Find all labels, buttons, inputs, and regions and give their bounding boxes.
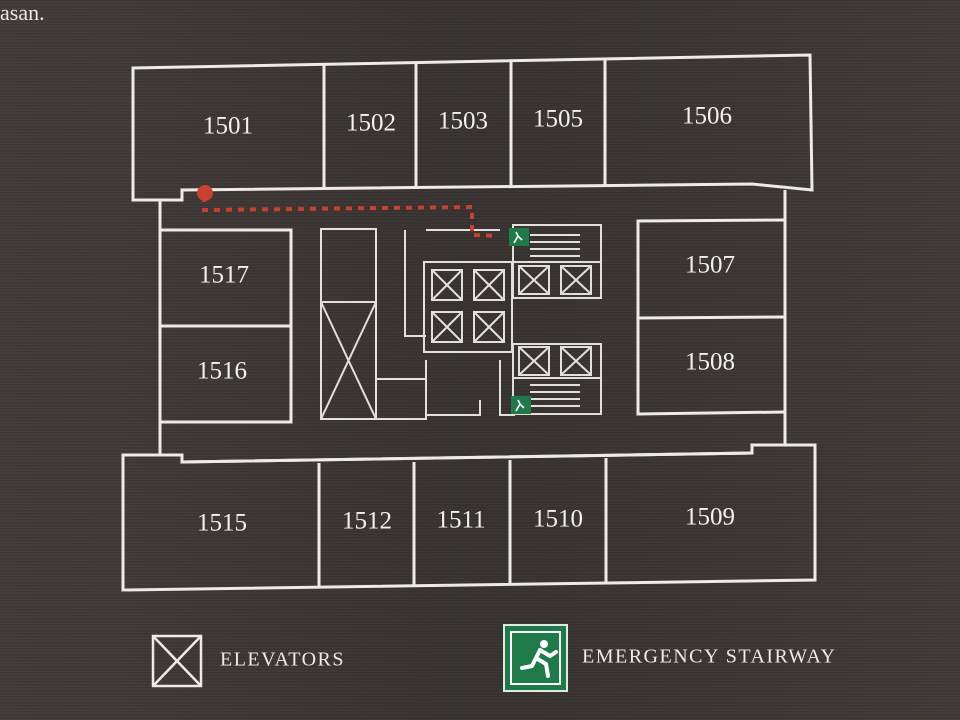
elevator-icon <box>151 634 203 688</box>
top-room-row <box>131 53 814 202</box>
elevator-icon <box>473 269 505 301</box>
left-room-group <box>158 228 293 424</box>
elevator-bank-left <box>423 261 513 353</box>
room-label-1509: 1509 <box>685 504 735 531</box>
legend: ELEVATORS EMERGENCY STAIRWAY <box>151 624 837 692</box>
room-label-1507: 1507 <box>685 252 735 279</box>
room-label-1501: 1501 <box>203 113 253 140</box>
room-label-1508: 1508 <box>685 349 735 376</box>
room-label-1505: 1505 <box>533 106 583 133</box>
room-label-1517: 1517 <box>199 262 249 289</box>
legend-emergency-stairway-label: EMERGENCY STAIRWAY <box>582 646 837 668</box>
bottom-room-row <box>121 443 817 592</box>
room-label-1502: 1502 <box>346 110 396 137</box>
elevator-icon <box>560 265 592 295</box>
room-label-1510: 1510 <box>533 506 583 533</box>
header-text: asan. <box>0 0 45 25</box>
room-label-1506: 1506 <box>682 103 732 130</box>
emergency-exit-icon <box>503 624 568 692</box>
legend-elevators-label: ELEVATORS <box>220 649 345 671</box>
room-label-1515: 1515 <box>197 510 247 537</box>
elevator-icon <box>518 265 550 295</box>
elevator-icon <box>560 346 592 376</box>
room-label-1516: 1516 <box>197 358 247 385</box>
elevator-icon <box>473 311 505 343</box>
elevator-bank-right-top <box>512 261 602 299</box>
elevator-icon <box>518 346 550 376</box>
room-label-1511: 1511 <box>436 507 485 534</box>
elevator-icon <box>431 269 463 301</box>
room-label-1512: 1512 <box>342 508 392 535</box>
you-are-here-icon <box>197 185 213 201</box>
elevator-icon <box>431 311 463 343</box>
core-shaft <box>320 228 515 420</box>
stairway-top <box>509 224 602 263</box>
right-room-group <box>636 218 786 416</box>
elevator-bank-right-bottom <box>512 343 602 379</box>
room-label-1503: 1503 <box>438 108 488 135</box>
stairway-bottom <box>511 377 602 415</box>
